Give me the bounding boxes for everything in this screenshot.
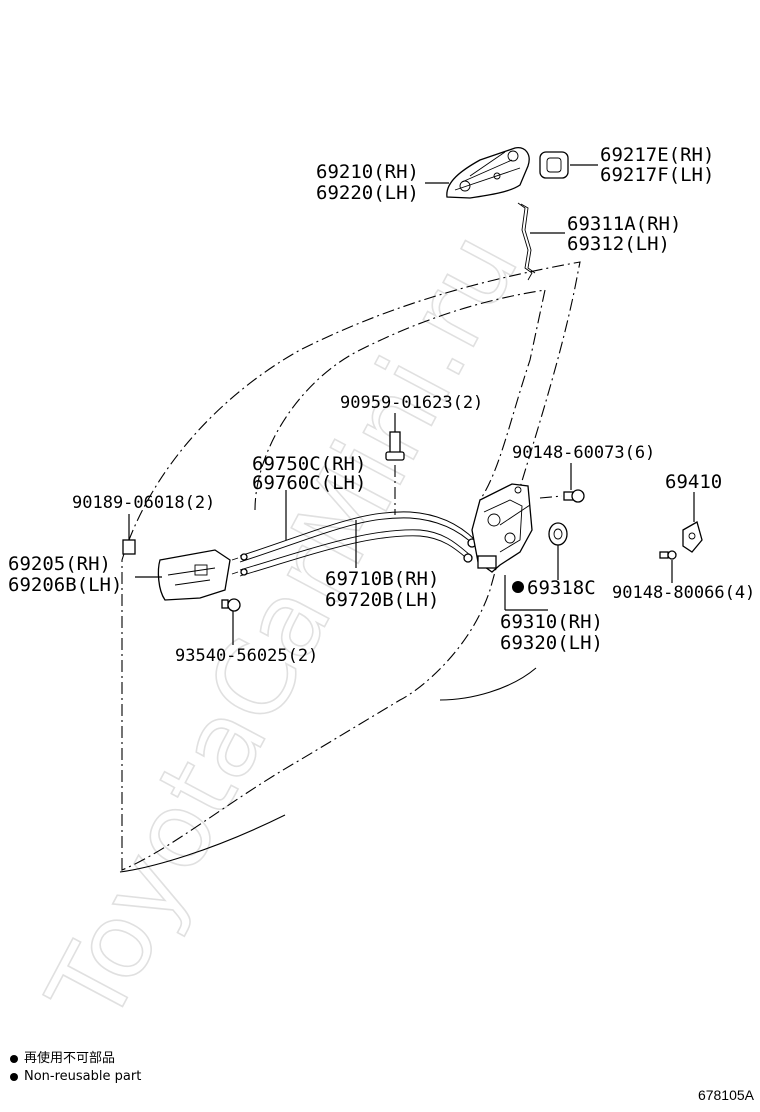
screw-90148-80066 — [659, 550, 677, 560]
label-69318c: 69318C — [527, 577, 596, 599]
label-69760c: 69760C(LH) — [252, 472, 366, 494]
handle-cover — [539, 151, 569, 179]
door-lock-assembly — [471, 483, 533, 573]
label-69217f: 69217F(LH) — [600, 164, 714, 186]
label-90959: 90959-01623(2) — [340, 393, 483, 413]
label-69310: 69310(RH) — [500, 611, 603, 633]
bullet-icon — [10, 1055, 18, 1063]
bullet-icon — [10, 1073, 18, 1081]
clip-90189 — [122, 539, 136, 555]
label-69320: 69320(LH) — [500, 632, 603, 654]
legend-row-japanese: 再使用不可部品 — [10, 1050, 141, 1068]
lock-rod — [517, 202, 533, 281]
label-69410: 69410 — [665, 471, 722, 493]
legend: 再使用不可部品 Non-reusable part — [10, 1050, 141, 1086]
label-69206b: 69206B(LH) — [8, 574, 122, 596]
label-90148-60073: 90148-60073(6) — [512, 443, 655, 463]
washer-69318c — [548, 522, 568, 546]
outside-handle — [446, 147, 530, 199]
label-90189: 90189-06018(2) — [72, 493, 215, 513]
legend-english: Non-reusable part — [24, 1069, 142, 1084]
screw-90148-60073 — [563, 489, 585, 503]
legend-row-english: Non-reusable part — [10, 1068, 141, 1086]
watermark: ToyotaCarMini.ru — [24, 213, 542, 1042]
inside-handle — [157, 549, 231, 601]
label-90148-80066: 90148-80066(4) — [612, 583, 755, 603]
striker-69410 — [682, 521, 703, 553]
label-69710b: 69710B(RH) — [325, 568, 439, 590]
bolt-90959 — [385, 431, 405, 461]
label-69312: 69312(LH) — [567, 233, 670, 255]
label-69720b: 69720B(LH) — [325, 589, 439, 611]
label-69311a: 69311A(RH) — [567, 213, 681, 235]
door-outline — [119, 261, 581, 873]
label-69210: 69210(RH) — [316, 161, 419, 183]
label-69217e: 69217E(RH) — [600, 144, 714, 166]
non-reusable-dot — [512, 581, 524, 593]
label-93540: 93540-56025(2) — [175, 646, 318, 666]
label-69750c: 69750C(RH) — [252, 453, 366, 475]
label-69220: 69220(LH) — [316, 182, 419, 204]
legend-japanese: 再使用不可部品 — [24, 1051, 116, 1066]
label-69205: 69205(RH) — [8, 553, 111, 575]
screw-93540 — [221, 598, 241, 612]
figure-code: 678105A — [697, 1087, 754, 1103]
